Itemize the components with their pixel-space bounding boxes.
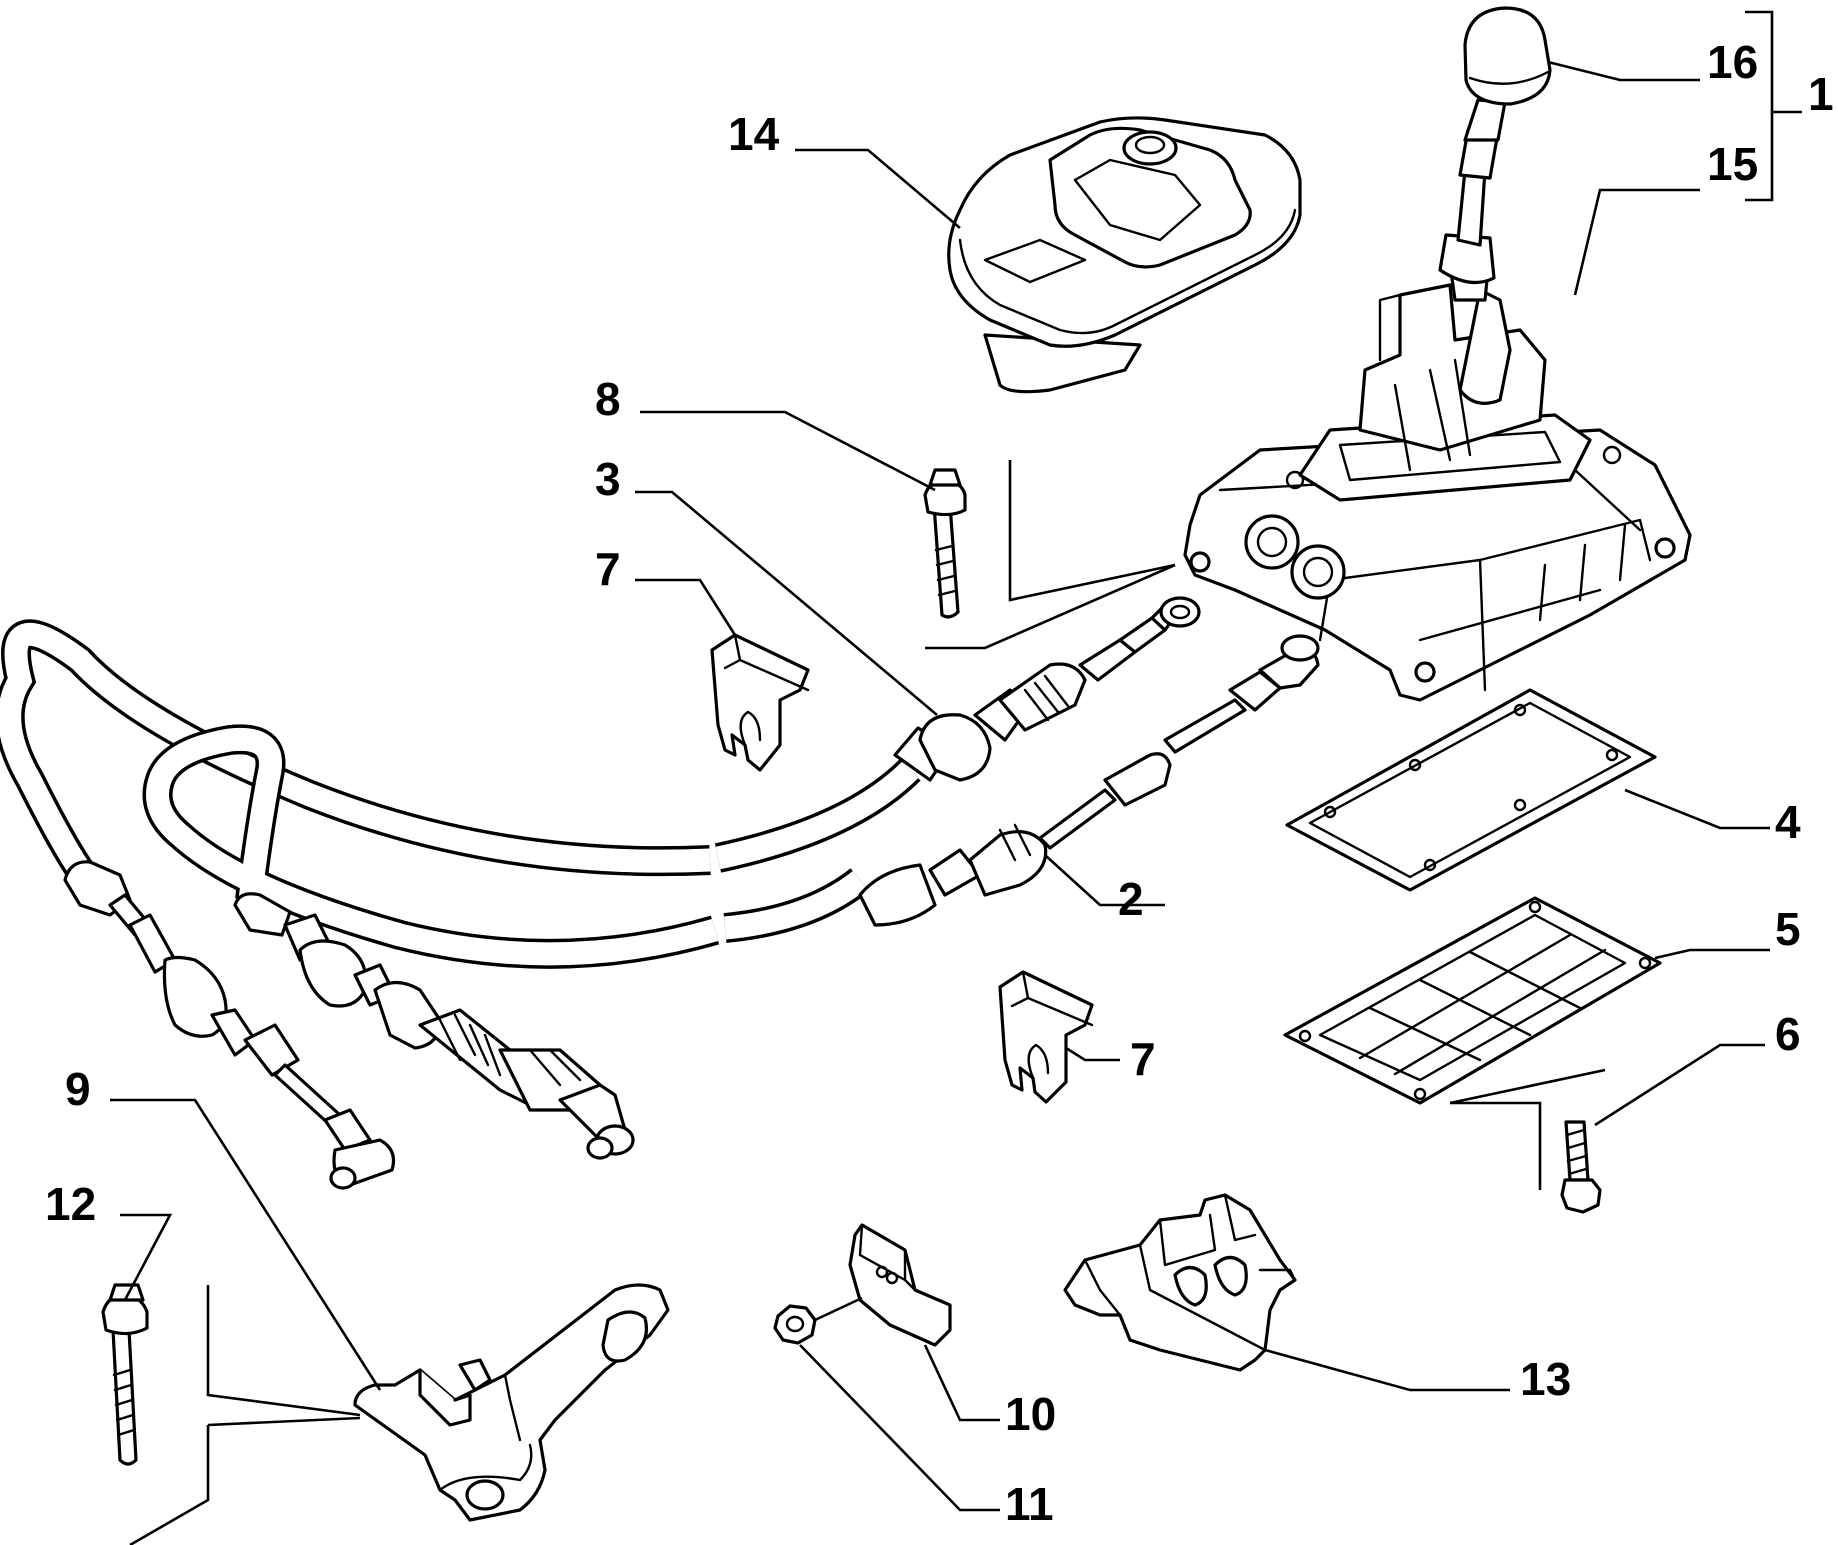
part-4-gasket (1285, 688, 1657, 892)
part-2-cable (142, 634, 1320, 1160)
part-10-clip (848, 1223, 952, 1347)
part-5-base-plate (1283, 896, 1662, 1105)
callout-15: 15 (1707, 138, 1758, 190)
part-16-gear-knob (1463, 6, 1552, 106)
callout-7-upper: 7 (595, 543, 621, 595)
callout-8: 8 (595, 373, 621, 425)
part-15-shifter-housing (1183, 283, 1692, 702)
callout-10: 10 (1005, 1388, 1056, 1440)
callout-4: 4 (1775, 796, 1801, 848)
callout-2: 2 (1118, 873, 1144, 925)
callout-13: 13 (1520, 1353, 1571, 1405)
callout-12: 12 (45, 1178, 96, 1230)
part-7-clip-lower (998, 970, 1094, 1104)
callout-labels: 16 1 15 14 8 3 7 4 2 5 7 6 9 12 10 13 11 (45, 36, 1834, 1530)
part-7-clip-upper (710, 633, 810, 772)
part-9-bracket (353, 1283, 670, 1522)
leader-lines (110, 10, 1802, 1545)
callout-9: 9 (65, 1063, 91, 1115)
callout-6: 6 (1775, 1008, 1801, 1060)
callout-7-lower: 7 (1130, 1033, 1156, 1085)
callout-16: 16 (1707, 36, 1758, 88)
part-11-nut (773, 1304, 817, 1345)
callout-1: 1 (1808, 68, 1834, 120)
part-8-bolt (923, 468, 967, 619)
callout-3: 3 (595, 453, 621, 505)
part-6-bolt (1560, 1120, 1602, 1214)
callout-11: 11 (1005, 1478, 1054, 1530)
part-3-cable (0, 596, 1201, 1190)
part-12-bolt (101, 1283, 149, 1466)
part-14-lever-boot (947, 116, 1302, 394)
part-13-bracket (1063, 1193, 1297, 1372)
callout-5: 5 (1775, 903, 1801, 955)
callout-14: 14 (728, 108, 780, 160)
part-15-gear-lever (1438, 98, 1512, 405)
